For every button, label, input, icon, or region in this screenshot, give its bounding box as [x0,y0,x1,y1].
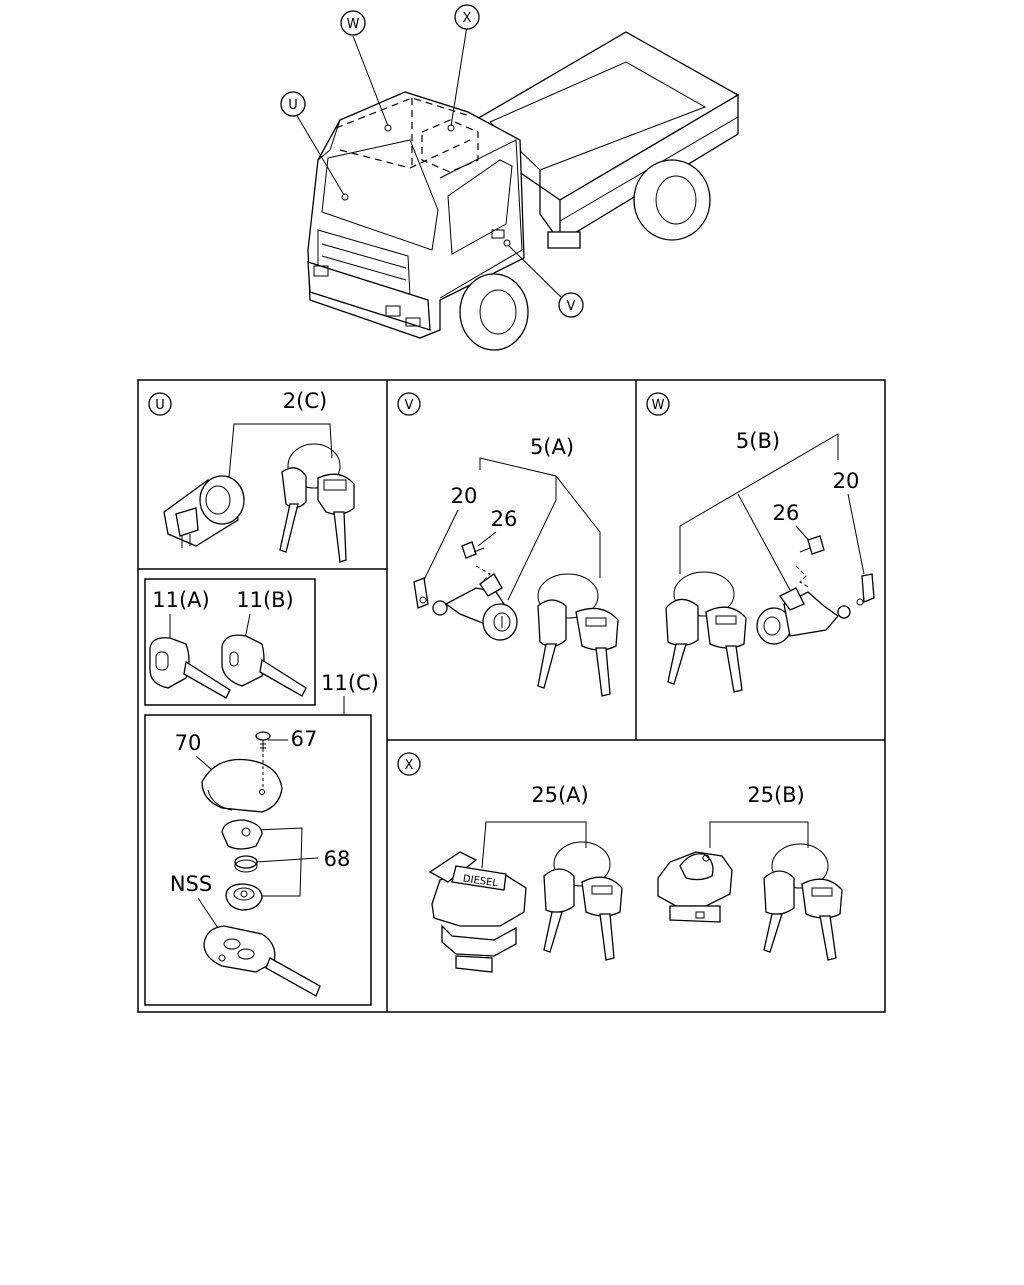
label-2c: 2(C) [283,389,327,413]
key-11a [149,637,231,699]
rod-clip-20-left [856,573,875,606]
label-70: 70 [175,731,202,755]
fuel-cap-25b [657,851,733,923]
fuel-keys-25b [763,843,843,961]
screw-26-left [799,535,825,555]
screw-26-right [461,541,485,559]
panel-w-door-lock-left: W 5(B) 20 26 [646,392,875,693]
ignition-keys [279,443,355,563]
callout-v: V [397,392,421,416]
door-cylinder-right [432,573,518,641]
nss-key [203,925,321,997]
panel-x-fuel-caps: X 25(A) 25(B) DIESEL [397,752,843,973]
panel-v-door-lock-right: V 5(A) 20 26 [397,392,619,697]
truck-callouts: W X U V [280,4,584,318]
label-26-right: 26 [491,507,518,531]
callout-w: W [646,392,670,416]
callout-letter: W [652,398,665,413]
label-20-right: 20 [451,484,478,508]
callout-u: U [148,392,172,416]
door-keys-left [665,571,747,693]
cover-70 [201,754,283,813]
callout-letter: X [463,11,472,26]
panel-key-c: 11(C) 70 67 68 [170,671,379,997]
callout-letter: U [288,98,298,113]
cap-diesel-text: DIESEL [462,874,499,890]
ignition-cylinder [163,475,245,548]
label-11a: 11(A) [152,588,209,612]
label-nss: NSS [170,872,212,896]
label-20-left: 20 [833,469,860,493]
callout-x: X [397,752,421,776]
label-25a: 25(A) [531,783,588,807]
fuel-cap-25a: DIESEL [428,851,527,973]
panel-keys-ab: 11(A) 11(B) [149,588,307,699]
callout-v-truck: V [558,292,584,318]
label-68: 68 [324,847,351,871]
detail-grid [137,379,886,1013]
label-67: 67 [291,727,318,751]
truck-illustration [307,31,740,351]
screw-67 [255,731,271,752]
callout-letter: V [567,299,576,314]
transponder-housing [221,819,263,850]
label-11b: 11(B) [236,588,294,612]
label-5b: 5(B) [736,429,780,453]
callout-x-truck: X [454,4,480,30]
transponder-chip [234,855,258,873]
callout-w-truck: W [340,10,366,36]
transponder-base [225,883,263,911]
label-5a: 5(A) [530,435,574,459]
callout-letter: U [155,398,165,413]
label-26-left: 26 [773,501,800,525]
callout-letter: W [347,17,360,32]
callout-u-truck: U [280,91,306,117]
rod-clip-20-right [413,577,429,609]
key-11b [221,634,307,697]
door-keys-right [537,573,619,697]
door-cylinder-left [756,587,851,645]
fuel-keys-25a [543,841,623,961]
label-11c: 11(C) [321,671,379,695]
callout-letter: V [405,398,414,413]
label-25b: 25(B) [747,783,805,807]
callout-letter: X [405,758,414,773]
panel-u-ignition: U 2(C) [148,389,355,563]
